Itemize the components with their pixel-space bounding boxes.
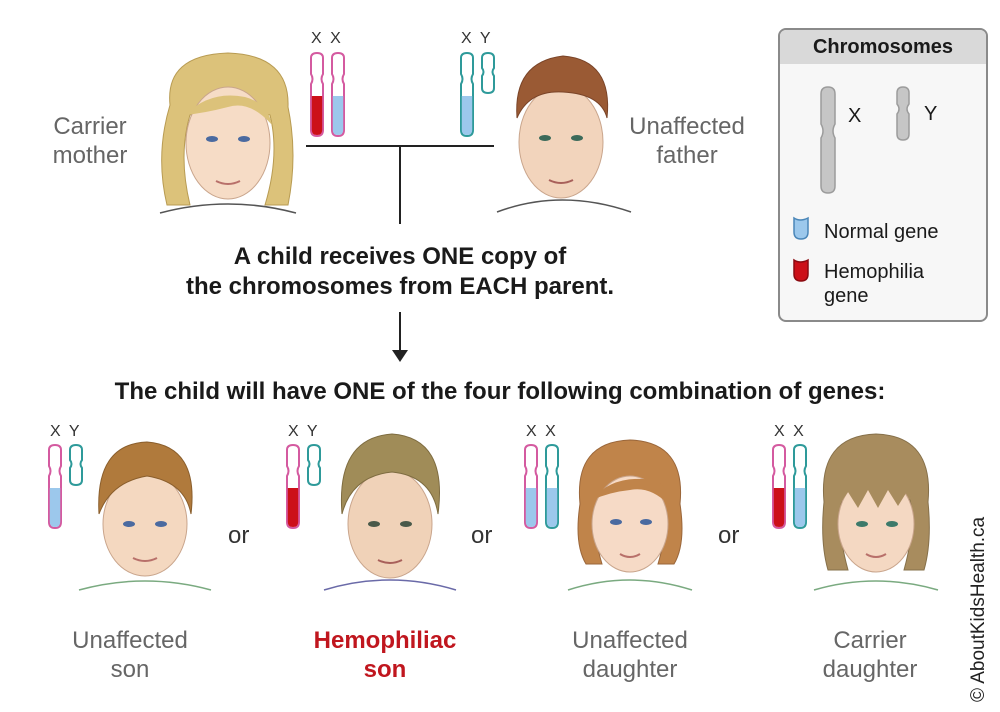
- hemophilia-gene-label-line1: Hemophilia: [824, 260, 924, 284]
- child4-chromosome-letters: X X: [774, 423, 806, 441]
- legend-title: Chromosomes: [780, 30, 986, 64]
- child1-label: Unaffected son: [40, 626, 220, 684]
- legend-x-label: X: [848, 104, 861, 128]
- child2-chromosome-letters: X Y: [288, 423, 320, 441]
- normal-gene-label: Normal gene: [824, 220, 939, 244]
- child3-chromosome-letters: X X: [526, 423, 558, 441]
- unaffected-son-face-illustration: [75, 432, 215, 592]
- child2-label-line2: son: [295, 655, 475, 684]
- or-separator-1: or: [228, 522, 249, 550]
- child4-label-line1: Carrier: [780, 626, 960, 655]
- child4-label-line2: daughter: [780, 655, 960, 684]
- legend-y-label: Y: [924, 102, 937, 126]
- carrier-daughter-face-illustration: [808, 430, 944, 592]
- explanation-line1: A child receives ONE copy of: [150, 242, 650, 272]
- father-label-line1: Unaffected: [612, 112, 762, 141]
- combination-heading: The child will have ONE of the four foll…: [40, 378, 960, 406]
- father-label-line2: father: [612, 141, 762, 170]
- chromosome-legend: Chromosomes X Y Normal gene Hemophilia g…: [778, 28, 988, 322]
- hemophilia-gene-label-line2: gene: [824, 284, 924, 308]
- legend-x-chromosome-icon: [818, 86, 844, 196]
- explanation-text: A child receives ONE copy of the chromos…: [150, 242, 650, 302]
- or-separator-2: or: [471, 522, 492, 550]
- child2-label-line1: Hemophiliac: [295, 626, 475, 655]
- child1-label-line1: Unaffected: [40, 626, 220, 655]
- hemophilia-gene-icon: [792, 258, 814, 284]
- child4-label: Carrier daughter: [780, 626, 960, 684]
- legend-y-chromosome-icon: [894, 86, 918, 146]
- child2-label: Hemophiliac son: [295, 626, 475, 684]
- copyright-notice: © AboutKidsHealth.ca: [968, 517, 990, 702]
- child3-label-line2: daughter: [540, 655, 720, 684]
- or-separator-3: or: [718, 522, 739, 550]
- unaffected-daughter-face-illustration: [562, 434, 698, 592]
- hemophilia-gene-label: Hemophilia gene: [824, 260, 924, 308]
- father-label: Unaffected father: [612, 112, 762, 170]
- explanation-line2: the chromosomes from EACH parent.: [150, 272, 650, 302]
- child3-label-line1: Unaffected: [540, 626, 720, 655]
- hemophiliac-son-face-illustration: [320, 428, 460, 592]
- child3-label: Unaffected daughter: [540, 626, 720, 684]
- normal-gene-icon: [792, 216, 814, 242]
- child1-label-line2: son: [40, 655, 220, 684]
- child3-chromosome-pair: [522, 444, 566, 530]
